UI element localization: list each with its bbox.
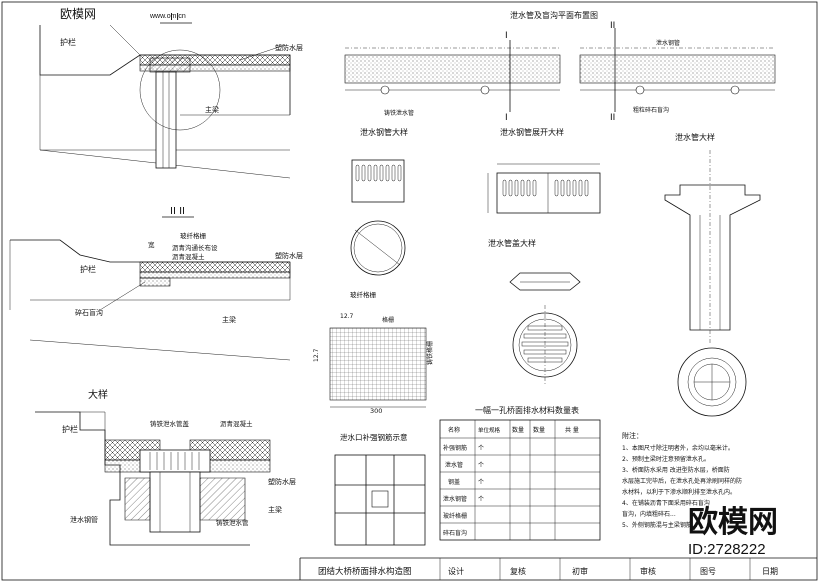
table-cell-name: 玻纤格栅 [443,512,467,520]
label-guard-3: 护栏 [62,424,78,434]
rebar-title: 泄水口补强钢筋示意 [340,432,408,442]
label-drain-steel: 泄水钢管 [70,515,98,524]
section-2-2: II II 护栏 玻纤格栅 宽 沥青沟通长布设 沥青混凝土 塑防水层 碎石盲沟 … [9,206,303,361]
detail-drain-pipe: 泄水管大样 [664,132,761,417]
plan-label-steel: 泄水钢管 [656,39,680,47]
detail-fiber-grid: 玻纤格栅 格栅 12.7 12.7 300 铸铁格栅 [313,290,434,415]
detail-steel-unfold: 泄水钢管展开大样 [487,127,601,214]
note-line: 4、在铺装沥青下面采用碎石盲沟 [622,499,710,507]
steel-unfold-title: 泄水钢管展开大样 [500,127,564,137]
drawing-title: 团结大桥桥面排水构造图 [318,566,412,577]
note-line: 2、预制主梁时注意预留泄水孔。 [622,455,710,463]
tb-check: 初审 [572,566,588,576]
plan-label-pipe: 铸铁泄水管 [384,109,414,117]
section-1-title: I I [170,12,179,23]
label-waterproof-3: 塑防水层 [268,477,296,486]
pipe-cover-title: 泄水管盖大样 [488,238,536,248]
tb-review: 复核 [510,566,526,576]
table-cell-unit: 个 [478,479,484,486]
section-1-1: I I 护栏 塑防水层 主梁 [39,12,303,179]
label-cast-pipe-cover: 铸铁泄水管盖 [150,419,190,428]
label-waterproof-2: 塑防水层 [275,251,303,260]
note-line: 水材料，以利于下渗水顺利排至泄水孔内。 [622,488,736,496]
watermark-id: ID:2728222 [688,541,766,558]
plan-layout: 泄水管及盲沟平面布置图 I II I II 铸铁泄水管 泄水钢管 粗粒碎石盲沟 [344,10,776,123]
note-line: 1、本图尺寸除注明者外，余均以毫米计。 [622,444,734,452]
label-asphalt-concrete: 沥青混凝土 [172,252,205,261]
plan-label-gravel: 粗粒碎石盲沟 [633,106,669,114]
grid-dim-side: 12.7 [313,348,320,362]
detail-steel-pipe: 泄水钢管大样 [350,127,408,276]
grid-dim-bottom: 300 [370,407,382,415]
table-cell-name: 泄水管 [445,461,463,469]
table-header-total: 共 量 [565,426,579,434]
fiber-grid-label-top: 格栅 [382,316,394,324]
label-asphalt-blind: 沥青沟通长布设 [172,243,218,252]
grid-dim-top: 12.7 [340,313,354,320]
plan-mark-2-bottom: II [610,113,615,123]
table-row: 泄水钢管 个 [443,495,484,503]
note-line: 水层施工完毕后，在泄水孔处再涂刷同样的防 [622,477,742,485]
label-cast-drain: 铸铁泄水管 [216,518,249,527]
label-beam-2: 主梁 [222,315,236,324]
note-line: 盲沟，内填粗碎石... [622,510,676,518]
table-title: 一幅一孔桥面排水材料数量表 [475,405,579,415]
plan-mark-1-top: I [505,31,508,41]
label-beam-1: 主梁 [205,105,219,114]
table-row: 补强钢筋 个 [443,444,484,452]
table-row: 玻纤格栅 [443,512,467,520]
table-header-qty: 数量 [512,426,524,434]
steel-pipe-title: 泄水钢管大样 [360,127,408,137]
label-asphalt-width: 宽 [148,240,155,249]
title-block: 团结大桥桥面排水构造图 设计 复核 初审 审核 图号 日期 [299,557,817,580]
notes: 附注： 1、本图尺寸除注明者外，余均以毫米计。 2、预制主梁时注意预留泄水孔。 … [622,431,742,529]
detail-enlarged: 大样 护栏 铸铁泄水管盖 沥青混凝土 塑防水层 主梁 泄水钢管 铸铁泄水管 [35,388,296,546]
fiber-grid-title: 玻纤格栅 [350,290,377,299]
grid-label-right: 铸铁格栅 [426,341,434,365]
tb-design: 设计 [448,566,464,576]
tb-drawing-no: 图号 [700,567,716,576]
table-row: 钢盖 个 [448,478,484,486]
plan-title: 泄水管及盲沟平面布置图 [510,10,598,20]
watermark-logo: 欧模网 [688,506,778,539]
label-gravel-blind: 碎石盲沟 [75,308,103,317]
table-header-name: 名称 [448,426,460,434]
table-cell-name: 碎石盲沟 [443,529,467,537]
note-line: 5、外侧钢筋混与主梁钢筋... [622,521,698,529]
table-cell-unit: 个 [478,462,484,469]
table-row: 碎石盲沟 [443,529,467,537]
label-waterproof-1: 塑防水层 [275,43,303,52]
table-cell-unit: 个 [478,496,484,503]
table-cell-unit: 个 [478,445,484,452]
label-beam-3: 主梁 [268,505,282,514]
label-guard-1: 护栏 [60,37,76,47]
watermark-brand: 欧模网 [60,7,96,21]
table-row: 泄水管 个 [445,461,484,469]
detail-title: 大样 [88,388,108,401]
table-header-spec: 单位规格 [478,426,501,434]
section-2-title: II II [170,206,185,217]
drain-pipe-title: 泄水管大样 [675,132,715,142]
label-guard-2: 护栏 [80,264,96,274]
label-fiber-cloth: 玻纤格栅 [180,231,207,240]
table-cell-name: 泄水钢管 [443,495,467,503]
detail-rebar: 泄水口补强钢筋示意 [334,432,426,546]
label-asphalt-concrete-2: 沥青混凝土 [220,419,253,428]
detail-pipe-cover: 泄水管盖大样 [488,238,581,385]
watermark-url: www.om.cn [149,13,186,20]
watermark: 欧模网 www.om.cn 欧模网 ID:2728222 [60,7,778,558]
tb-approve: 审核 [640,566,656,576]
tb-date: 日期 [762,567,778,576]
plan-mark-2-top: II [610,21,615,31]
note-line: 3、桥面防水采用 改进型防水层，桥面防 [622,466,730,474]
table-cell-name: 补强钢筋 [443,444,467,452]
material-table: 一幅一孔桥面排水材料数量表 名称 单位规格 数量 数量 共 量 补强钢筋 个 泄… [439,405,601,541]
table-cell-name: 钢盖 [448,478,460,486]
notes-title: 附注： [622,431,643,440]
plan-mark-1-bottom: I [505,113,508,123]
table-header-qty-2: 数量 [533,426,545,434]
